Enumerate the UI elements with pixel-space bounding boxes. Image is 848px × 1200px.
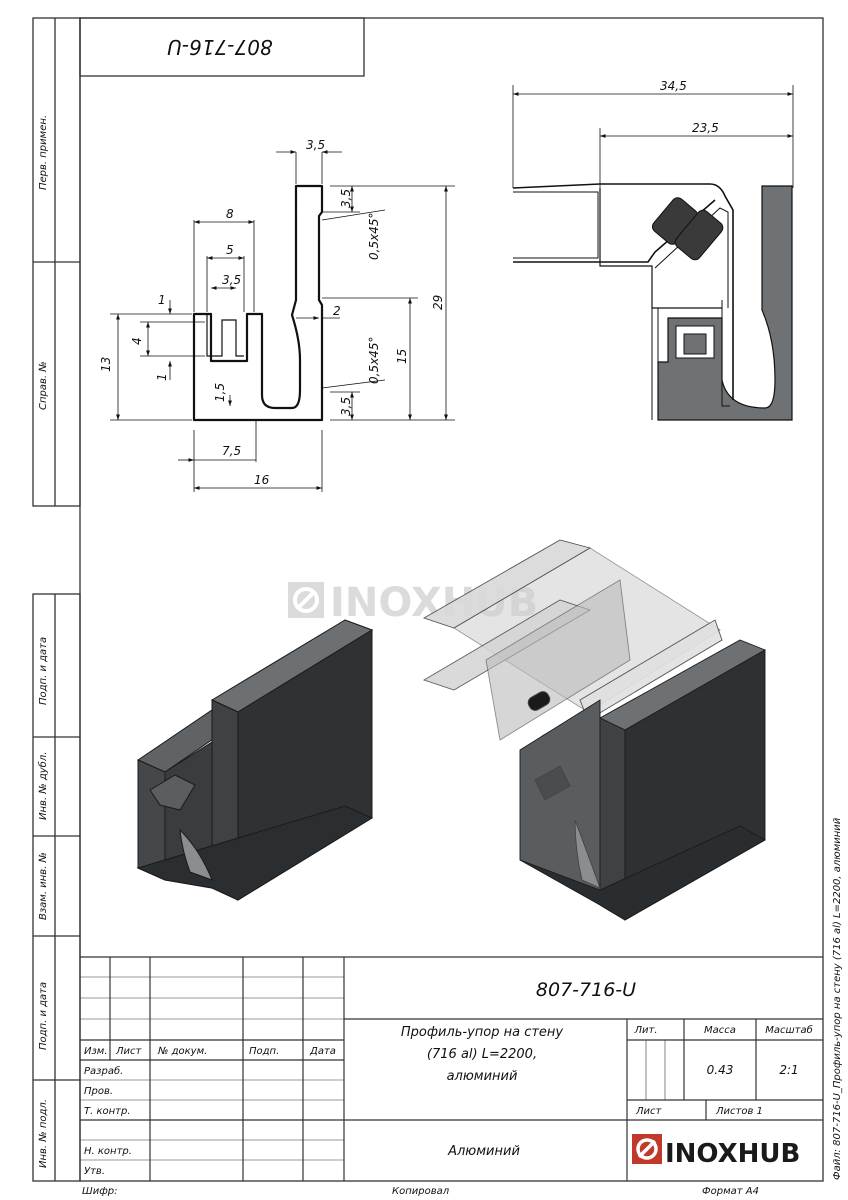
- dim-16: 16: [254, 473, 270, 487]
- label-inv-dubl: Инв. № дубл.: [37, 752, 49, 820]
- label-inv-podl: Инв. № подл.: [38, 1099, 49, 1168]
- dim-3-5-inner: 3,5: [222, 273, 241, 287]
- footer: Шифр: Копировал Формат А4: [82, 1186, 759, 1197]
- left-column-labels: Перв. примен. Справ. № Подп. и дата Инв.…: [37, 115, 49, 1168]
- header-no-dokum: № докум.: [157, 1046, 207, 1057]
- mass-label: Масса: [704, 1025, 736, 1036]
- label-sprav-no: Справ. №: [38, 361, 49, 410]
- dim-3-5-right-top: 3,5: [339, 189, 353, 208]
- dim-1-top: 1: [158, 293, 166, 307]
- header-podp: Подп.: [249, 1046, 279, 1057]
- header-list: Лист: [115, 1046, 143, 1057]
- dim-4: 4: [130, 337, 144, 345]
- dim-23-5: 23,5: [692, 121, 719, 135]
- role-n-kontr: Н. контр.: [84, 1146, 132, 1157]
- title-line-3: алюминий: [447, 1069, 518, 1084]
- drawing-code: 807-716-U: [536, 979, 636, 1001]
- label-vzam-inv: Взам. инв. №: [38, 852, 49, 920]
- dim-3-5-right-bottom: 3,5: [339, 397, 353, 416]
- material: Алюминий: [447, 1144, 520, 1159]
- dim-2: 2: [333, 304, 341, 318]
- dim-chamfer-bottom: 0,5x45°: [367, 337, 381, 384]
- logo-text: INOXHUB: [665, 1139, 800, 1169]
- label-podp-data-1: Подп. и дата: [38, 637, 49, 705]
- dim-chamfer-top: 0,5x45°: [367, 213, 381, 260]
- sheet-label: Лист: [635, 1106, 663, 1117]
- role-t-kontr: Т. контр.: [84, 1106, 131, 1117]
- dim-34-5: 34,5: [660, 79, 687, 93]
- top-code: 807-716-U: [167, 35, 273, 59]
- dim-15: 15: [395, 349, 409, 364]
- footer-kopiroval: Копировал: [392, 1186, 450, 1197]
- assembly-3d-view: [422, 539, 767, 921]
- scale-value: 2:1: [779, 1063, 798, 1077]
- role-razrab: Разраб.: [84, 1065, 123, 1077]
- dim-5: 5: [226, 243, 234, 257]
- role-prov: Пров.: [84, 1086, 113, 1097]
- label-podp-data-2: Подп. и дата: [38, 982, 49, 1050]
- title-line-2: (716 al) L=2200,: [427, 1047, 537, 1062]
- profile-2d-view: 3,5 8 5 3,5 1 4 1 13 1,5 7,5 16 3,5 0,5x…: [99, 138, 455, 492]
- profile-3d-view: [136, 619, 374, 901]
- header-data: Дата: [309, 1046, 336, 1057]
- inoxhub-logo: INOXHUB: [632, 1134, 800, 1169]
- dim-29: 29: [431, 295, 445, 310]
- role-utv: Утв.: [84, 1166, 105, 1177]
- dim-7-5: 7,5: [222, 444, 241, 458]
- dim-1-bottom: 1: [155, 373, 169, 381]
- title-block-text: Изм. Лист № докум. Подп. Дата Разраб. Пр…: [84, 979, 813, 1177]
- dim-1-5: 1,5: [213, 383, 227, 402]
- header-izm: Изм.: [84, 1046, 108, 1057]
- sheets-label: Листов 1: [715, 1106, 763, 1117]
- assembly-section-view: 34,5 23,5: [512, 79, 794, 421]
- footer-shifr: Шифр:: [82, 1186, 117, 1197]
- scale-label: Масштаб: [765, 1024, 813, 1036]
- sheet-frame: [32, 17, 824, 1182]
- dim-13: 13: [99, 357, 113, 372]
- title-line-1: Профиль-упор на стену: [401, 1025, 564, 1040]
- lit-label: Лит.: [633, 1025, 657, 1036]
- dim-8: 8: [226, 207, 234, 221]
- footer-format: Формат А4: [702, 1186, 759, 1197]
- side-file-text: Файл: 807-716-U_Профиль-упор на стену (7…: [832, 817, 843, 1180]
- mass-value: 0.43: [707, 1063, 734, 1077]
- label-perv-primen: Перв. примен.: [38, 115, 49, 190]
- title-block: [80, 956, 823, 1181]
- dim-top-width: 3,5: [306, 138, 325, 152]
